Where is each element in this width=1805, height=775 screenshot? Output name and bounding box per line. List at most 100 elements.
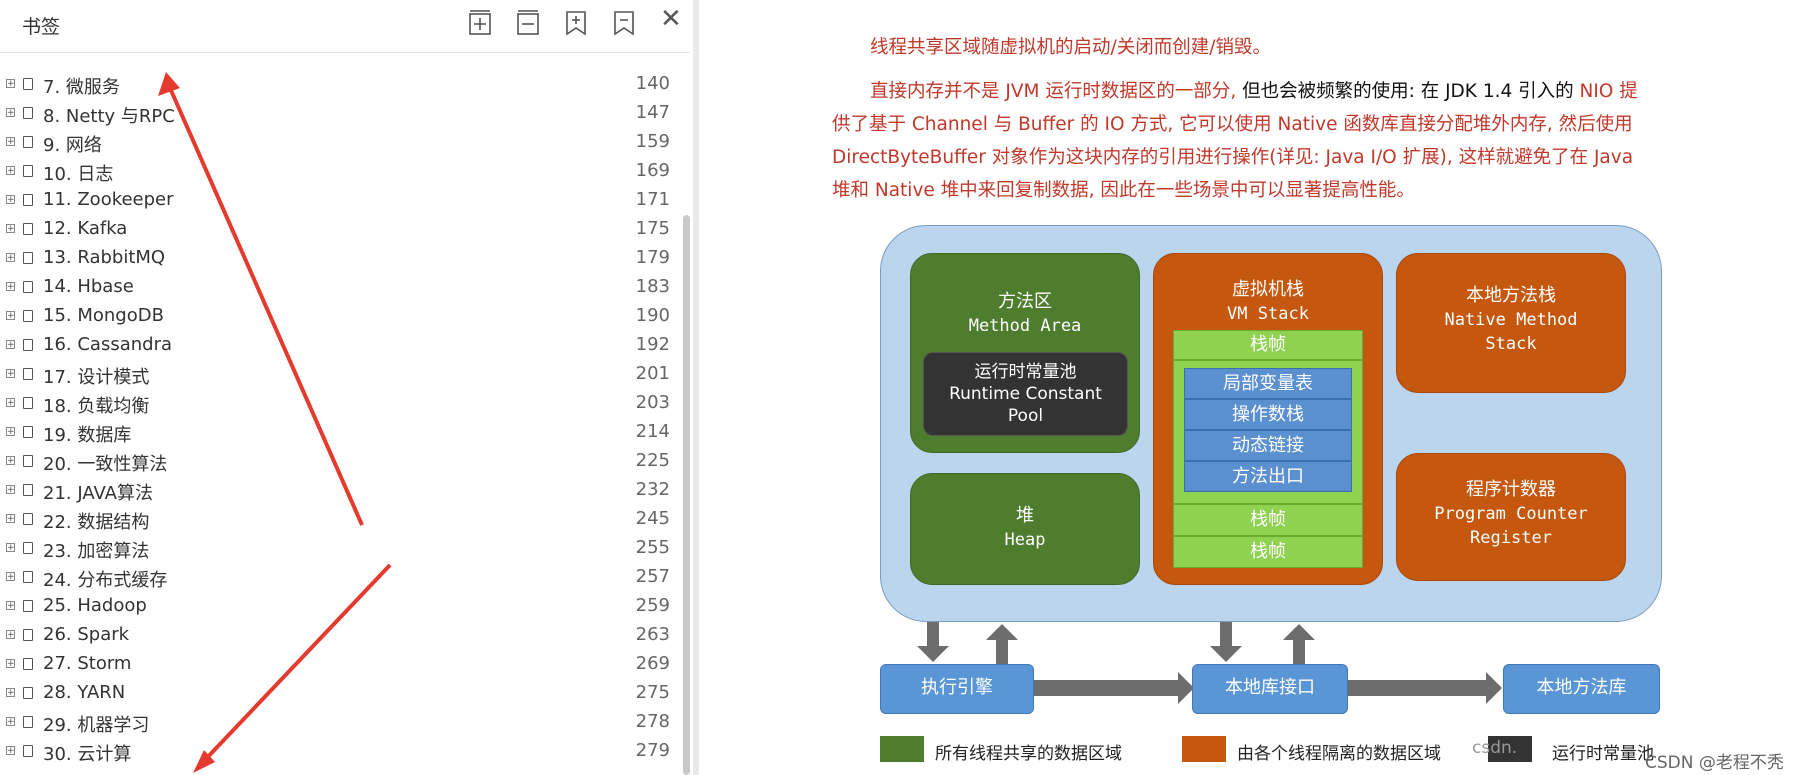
bookmark-item[interactable]: +22. 数据结构 245 <box>0 505 680 534</box>
expand-toggle-icon[interactable]: + <box>6 137 15 147</box>
expand-toggle-icon[interactable]: + <box>6 601 15 611</box>
expand-toggle-icon[interactable]: + <box>6 224 15 234</box>
bookmark-label: 26. Spark <box>43 624 130 645</box>
expand-toggle-icon[interactable]: + <box>6 108 15 118</box>
bookmark-icon <box>23 194 33 206</box>
bookmark-page: 245 <box>635 508 670 529</box>
bookmark-page: 190 <box>635 305 670 326</box>
method-area-cn: 方法区 <box>998 291 1052 312</box>
expand-toggle-icon[interactable]: + <box>6 369 15 379</box>
bookmark-icon <box>23 397 33 409</box>
bookmark-label: 22. 数据结构 <box>43 512 150 533</box>
legend-swatch-rcp <box>1488 736 1532 762</box>
bookmark-label: 18. 负载均衡 <box>43 396 150 417</box>
doc-para-2-line-1: 直接内存并不是 JVM 运行时数据区的一部分, 但也会被频繁的使用: 在 JDK… <box>870 75 1638 108</box>
vm-stack-cn: 虚拟机栈 <box>1232 279 1304 300</box>
expand-toggle-icon[interactable]: + <box>6 398 15 408</box>
legend-shared: 所有线程共享的数据区域 <box>935 744 1122 764</box>
watermark: CSDN @老程不秃 <box>1645 753 1784 773</box>
pc-en-2: Register <box>1470 528 1552 548</box>
close-icon[interactable]: ✕ <box>660 4 682 34</box>
expand-toggle-icon[interactable]: + <box>6 253 15 263</box>
bookmark-label: 21. JAVA算法 <box>43 483 153 504</box>
expand-toggle-icon[interactable]: + <box>6 340 15 350</box>
bookmark-icon <box>23 310 33 322</box>
local-variable-table: 局部变量表 <box>1184 368 1352 399</box>
bookmark-page: 192 <box>635 334 670 355</box>
expand-toggle-icon[interactable]: + <box>6 514 15 524</box>
expand-toggle-icon[interactable]: + <box>6 630 15 640</box>
bookmark-page: 201 <box>635 363 670 384</box>
expand-toggle-icon[interactable]: + <box>6 659 15 669</box>
stack-frame-2: 栈帧 <box>1173 504 1363 536</box>
expand-toggle-icon[interactable]: + <box>6 543 15 553</box>
expand-toggle-icon[interactable]: + <box>6 282 15 292</box>
bookmark-icon <box>23 426 33 438</box>
remove-bookmark-icon[interactable] <box>612 10 636 36</box>
stack-frame-1: 栈帧 <box>1173 330 1363 360</box>
doc-para-2-line-4: 堆和 Native 堆中来回复制数据, 因此在一些场景中可以显著提高性能。 <box>832 180 1415 201</box>
expand-toggle-icon[interactable]: + <box>6 456 15 466</box>
panel-divider[interactable] <box>693 0 699 775</box>
collapse-all-icon[interactable] <box>516 10 540 36</box>
add-bookmark-icon[interactable] <box>564 10 588 36</box>
bookmark-label: 7. 微服务 <box>43 77 120 98</box>
expand-toggle-icon[interactable]: + <box>6 688 15 698</box>
native-library-box: 本地方法库 <box>1503 664 1660 714</box>
scrollbar[interactable] <box>683 215 690 775</box>
bookmark-page: 183 <box>635 276 670 297</box>
bookmark-label: 10. 日志 <box>43 164 114 185</box>
expand-toggle-icon[interactable]: + <box>6 311 15 321</box>
rcp-en-2: Pool <box>1007 406 1044 426</box>
vm-stack-en: VM Stack <box>1227 304 1309 324</box>
expand-toggle-icon[interactable]: + <box>6 746 15 756</box>
expand-all-icon[interactable] <box>468 10 492 36</box>
rcp-cn: 运行时常量池 <box>974 362 1077 382</box>
rcp-en-1: Runtime Constant <box>949 384 1102 404</box>
expand-toggle-icon[interactable]: + <box>6 79 15 89</box>
pc-cn: 程序计数器 <box>1466 479 1556 500</box>
expand-toggle-icon[interactable]: + <box>6 166 15 176</box>
bookmark-page: 179 <box>635 247 670 268</box>
bookmark-label: 28. YARN <box>43 682 126 703</box>
legend-rcp: 运行时常量池 <box>1552 744 1654 764</box>
stack-frame-3: 栈帧 <box>1173 536 1363 568</box>
method-return-address: 方法出口 <box>1184 461 1352 492</box>
doc-line-1: 线程共享区域随虚拟机的启动/关闭而创建/销毁。 <box>870 37 1271 58</box>
expand-toggle-icon[interactable]: + <box>6 427 15 437</box>
expand-toggle-icon[interactable]: + <box>6 485 15 495</box>
legend-isolated: 由各个线程隔离的数据区域 <box>1237 744 1441 764</box>
bookmark-icon <box>23 223 33 235</box>
bookmark-icon <box>23 513 33 525</box>
bookmark-page: 171 <box>635 189 670 210</box>
expand-toggle-icon[interactable]: + <box>6 717 15 727</box>
native-stack-en-2: Stack <box>1485 334 1537 354</box>
bookmark-icon <box>23 600 33 612</box>
expand-toggle-icon[interactable]: + <box>6 195 15 205</box>
expand-toggle-icon[interactable]: + <box>6 572 15 582</box>
bookmark-label: 12. Kafka <box>43 218 128 239</box>
